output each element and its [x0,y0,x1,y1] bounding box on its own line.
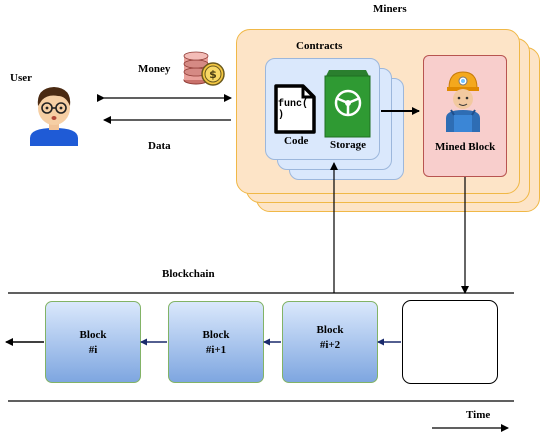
user-label: User [10,72,32,84]
chain-block-index: #i [88,344,98,356]
contracts-label: Contracts [296,40,343,52]
time-label: Time [466,409,491,421]
miner-worker-icon [440,68,486,132]
code-icon: func( ) [273,83,317,135]
data-label: Data [148,140,171,152]
func-text: func( ) [278,99,309,121]
chain-block-i-plus-1: Block #i+1 [168,301,264,383]
mined-block-label: Mined Block [435,141,496,153]
new-block-placeholder [402,300,498,384]
miners-label: Miners [373,3,407,15]
chain-block-index: #i+2 [319,339,341,351]
svg-text:$: $ [209,68,217,81]
chain-block-i: Block #i [45,301,141,383]
chain-block-index: #i+1 [205,344,227,356]
storage-label: Storage [330,139,367,151]
chain-block-title: Block [79,329,107,341]
storage-icon [324,70,371,138]
money-coin-icon: $ [182,46,226,86]
code-label: Code [284,135,309,147]
chain-block-title: Block [202,329,230,341]
blockchain-label: Blockchain [162,268,215,280]
chain-block-title: Block [316,324,344,336]
money-label: Money [138,63,171,75]
user-avatar-icon [28,82,80,146]
